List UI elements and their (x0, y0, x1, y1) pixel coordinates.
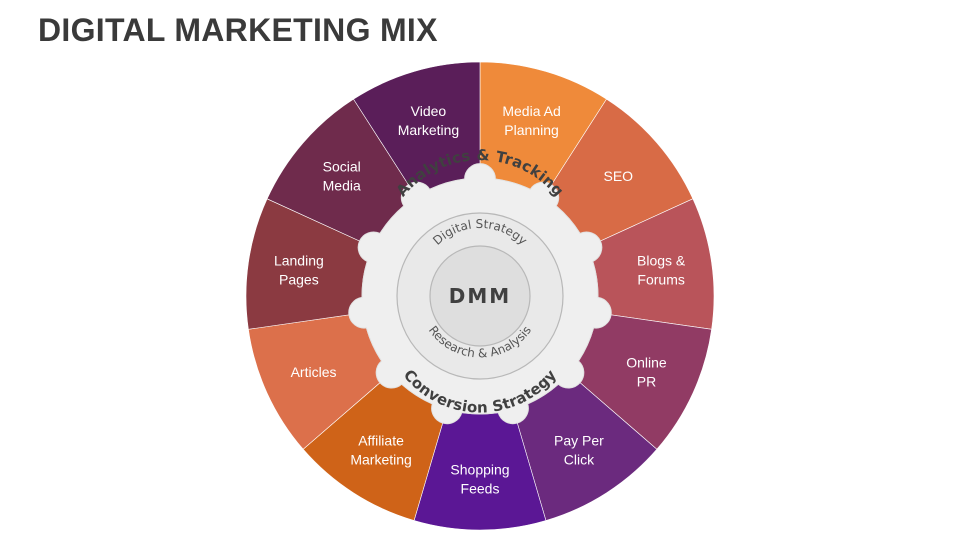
segment-label-line: Affiliate (358, 432, 404, 448)
segment-label-line: Media (323, 178, 361, 194)
core-label: DMM (449, 284, 511, 308)
segment-label-line: Online (626, 355, 667, 371)
segment-label-line: Social (323, 159, 361, 175)
segment-label-line: Feeds (461, 481, 500, 497)
segment-label-line: Planning (504, 122, 559, 138)
segment-label-line: SEO (604, 168, 634, 184)
segment-label-line: Shopping (450, 462, 509, 478)
segment-label-line: PR (637, 374, 656, 390)
segment-label-line: Marketing (350, 451, 411, 467)
segment-label-line: Marketing (398, 122, 459, 138)
segment-label-0: Media Ad Planning (502, 103, 560, 138)
segment-label-line: Video (411, 103, 447, 119)
segment-label-7: Articles (291, 364, 337, 380)
segment-label-line: Landing (274, 252, 324, 268)
segment-label-line: Blogs & (637, 252, 686, 268)
segment-label-line: Click (564, 451, 595, 467)
segment-label-1: SEO (604, 168, 634, 184)
page-title: DIGITAL MARKETING MIX (38, 12, 438, 48)
segment-label-line: Forums (637, 271, 684, 287)
segment-label-line: Pay Per (554, 432, 604, 448)
segment-label-line: Media Ad (502, 103, 560, 119)
segment-label-line: Articles (291, 364, 337, 380)
segment-label-2: Blogs & Forums (637, 252, 686, 287)
core-circle (429, 245, 531, 347)
segment-label-line: Pages (279, 271, 319, 287)
